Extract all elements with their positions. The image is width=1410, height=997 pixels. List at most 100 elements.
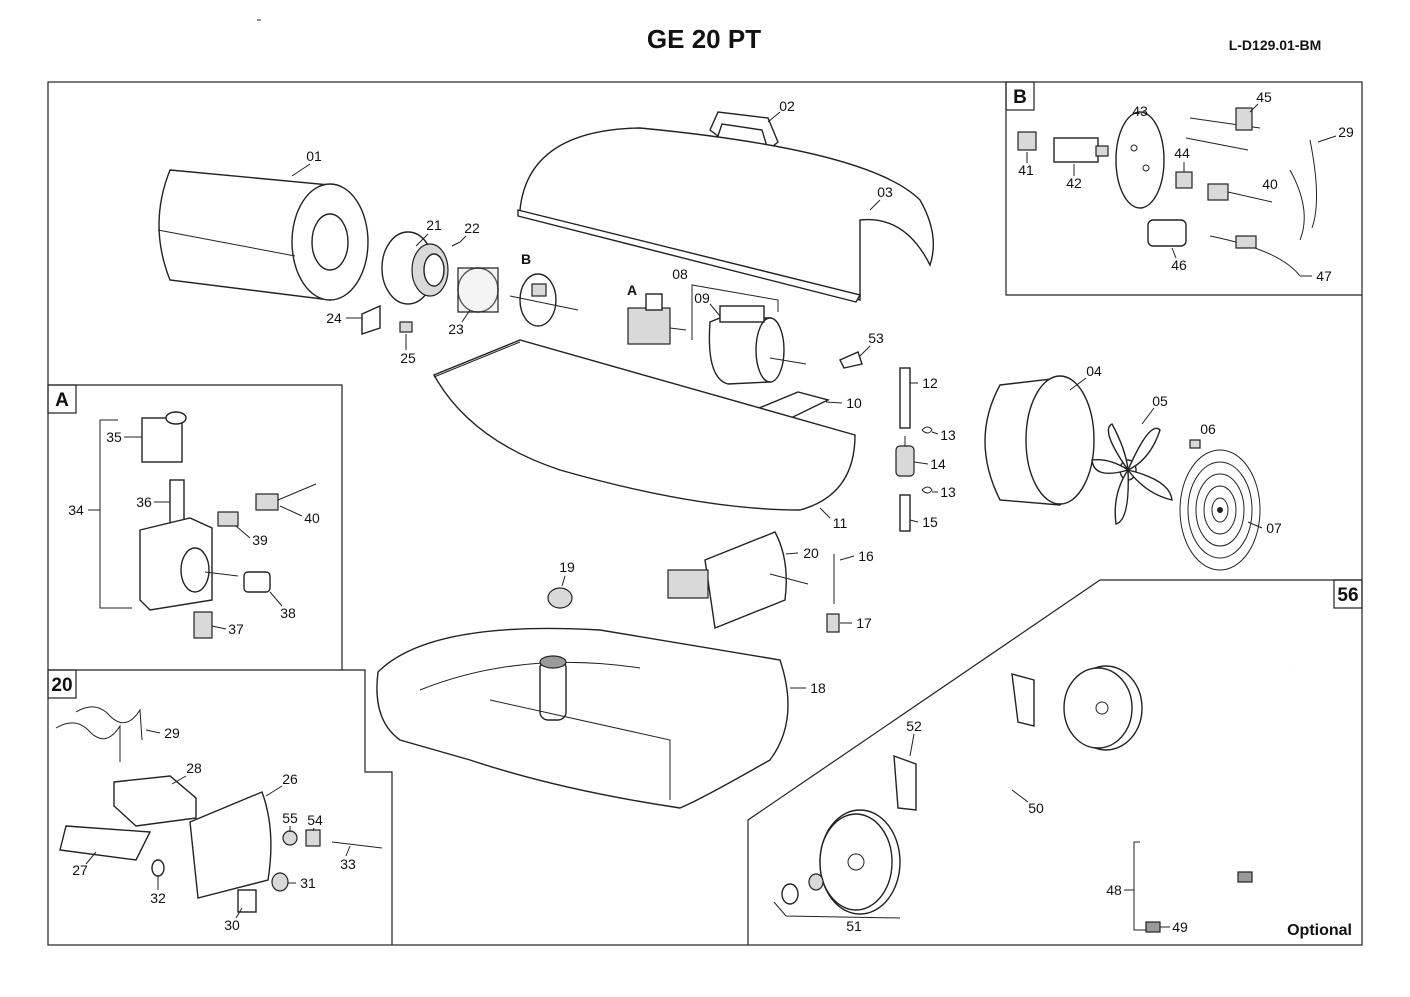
callout-42: 42	[1066, 175, 1082, 191]
part-13-clamp-lower	[921, 486, 933, 494]
part-18-fuel-tank	[376, 627, 789, 809]
part-54-fitting	[305, 829, 321, 847]
part-13-clamp-upper	[921, 426, 933, 434]
part-45-electrode	[1185, 107, 1261, 151]
inset-56-frame	[747, 579, 1362, 945]
callout-12: 12	[922, 375, 938, 391]
callout-55: 55	[282, 810, 298, 826]
callout-33: 33	[340, 856, 356, 872]
part-55-nut	[282, 830, 298, 846]
part-01-rear-shell	[157, 169, 369, 301]
callout-23: 23	[448, 321, 464, 337]
callout-07: 07	[1266, 520, 1282, 536]
part-32-ring	[151, 859, 165, 877]
callout-25: 25	[400, 350, 416, 366]
part-03-top-cover	[517, 127, 935, 303]
part-50-axle	[938, 752, 1078, 826]
part-51-washer	[781, 873, 824, 905]
callout-14: 14	[930, 456, 946, 472]
inset-a-tag	[47, 384, 77, 414]
inset-20-tag	[47, 669, 77, 699]
callout-24: 24	[326, 310, 342, 326]
part-42-sleeve	[1053, 137, 1109, 163]
callout-13a: 13	[940, 427, 956, 443]
callout-05: 05	[1152, 393, 1168, 409]
part-09-motor	[708, 305, 807, 385]
ref-letter-b: B	[521, 251, 531, 267]
inset-b-frame	[1005, 82, 1362, 296]
part-47-cable	[1209, 235, 1301, 277]
callout-37: 37	[228, 621, 244, 637]
callout-32: 32	[150, 890, 166, 906]
part-wheel-bracket-upper	[1011, 673, 1035, 727]
part-07-guard-grille	[1179, 449, 1261, 571]
callout-13b: 13	[940, 484, 956, 500]
callout-36: 36	[136, 494, 152, 510]
part-15-tube	[899, 494, 911, 532]
part-04-fan-housing	[984, 375, 1095, 506]
callout-labels: 01 02 03 04 05 06 07 08 09 10 11 12 13 1…	[68, 89, 1354, 935]
callout-41: 41	[1018, 162, 1034, 178]
callout-11: 11	[833, 515, 848, 531]
ref-letter-a: A	[627, 282, 637, 298]
callout-01: 01	[306, 148, 322, 164]
diagram-title: GE 20 PT	[647, 24, 761, 54]
optional-label: Optional	[1287, 922, 1352, 939]
part-19-fuel-cap	[547, 587, 573, 609]
part-29-cable-b	[1289, 139, 1317, 241]
callout-15: 15	[922, 514, 938, 530]
callout-08: 08	[672, 266, 688, 282]
callout-08-bracket	[691, 284, 779, 340]
part-52-bracket	[893, 754, 917, 811]
part-20-control-support	[667, 531, 809, 629]
callout-44: 44	[1174, 145, 1190, 161]
part-35-coil	[141, 411, 187, 463]
inset-a-frame	[48, 384, 343, 670]
callout-16: 16	[858, 548, 874, 564]
inset-56-tag	[1333, 579, 1363, 609]
part-b-burner-disc	[509, 273, 579, 327]
part-05-fan	[1091, 423, 1173, 525]
part-06-clip	[1189, 439, 1201, 449]
part-handle-frame	[1160, 622, 1331, 913]
callout-54: 54	[307, 812, 323, 828]
callout-39: 39	[252, 532, 268, 548]
part-27-plate	[59, 825, 152, 861]
part-46-coupling	[1147, 219, 1187, 247]
part-39-nipple	[217, 511, 239, 527]
inset-20-label: 20	[51, 675, 72, 696]
callout-34-bracket	[99, 419, 132, 609]
callout-43: 43	[1132, 103, 1148, 119]
callout-51-bracket	[773, 901, 901, 919]
callout-27: 27	[72, 862, 88, 878]
callout-45: 45	[1256, 89, 1272, 105]
callout-22: 22	[464, 220, 480, 236]
callout-35: 35	[106, 429, 122, 445]
callout-40b: 40	[1262, 176, 1278, 192]
part-43-disc	[1115, 111, 1165, 209]
callout-40a: 40	[304, 510, 320, 526]
callout-50: 50	[1028, 800, 1044, 816]
callout-48-bracket	[1133, 841, 1148, 931]
part-29-cable-20	[55, 706, 143, 762]
part-wheel-upper	[1063, 665, 1143, 751]
inset-20-frame	[48, 669, 393, 945]
callout-49: 49	[1172, 919, 1188, 935]
part-21-burner-head	[381, 231, 449, 305]
part-11-lower-shell	[433, 339, 856, 511]
callout-47: 47	[1316, 268, 1332, 284]
part-53-bracket	[839, 351, 863, 369]
callout-38: 38	[280, 605, 296, 621]
part-41-nut	[1017, 131, 1037, 151]
callout-06: 06	[1200, 421, 1216, 437]
part-12-tube	[899, 367, 911, 429]
part-22-screw	[451, 241, 461, 247]
part-31-grommet	[271, 872, 289, 892]
inset-56-label: 56	[1337, 585, 1358, 606]
callout-10: 10	[846, 395, 862, 411]
part-25-clip	[399, 321, 413, 333]
part-37-fitting	[193, 611, 213, 639]
document-reference: L-D129.01-BM	[1229, 37, 1322, 53]
inset-a-label: A	[55, 390, 69, 411]
